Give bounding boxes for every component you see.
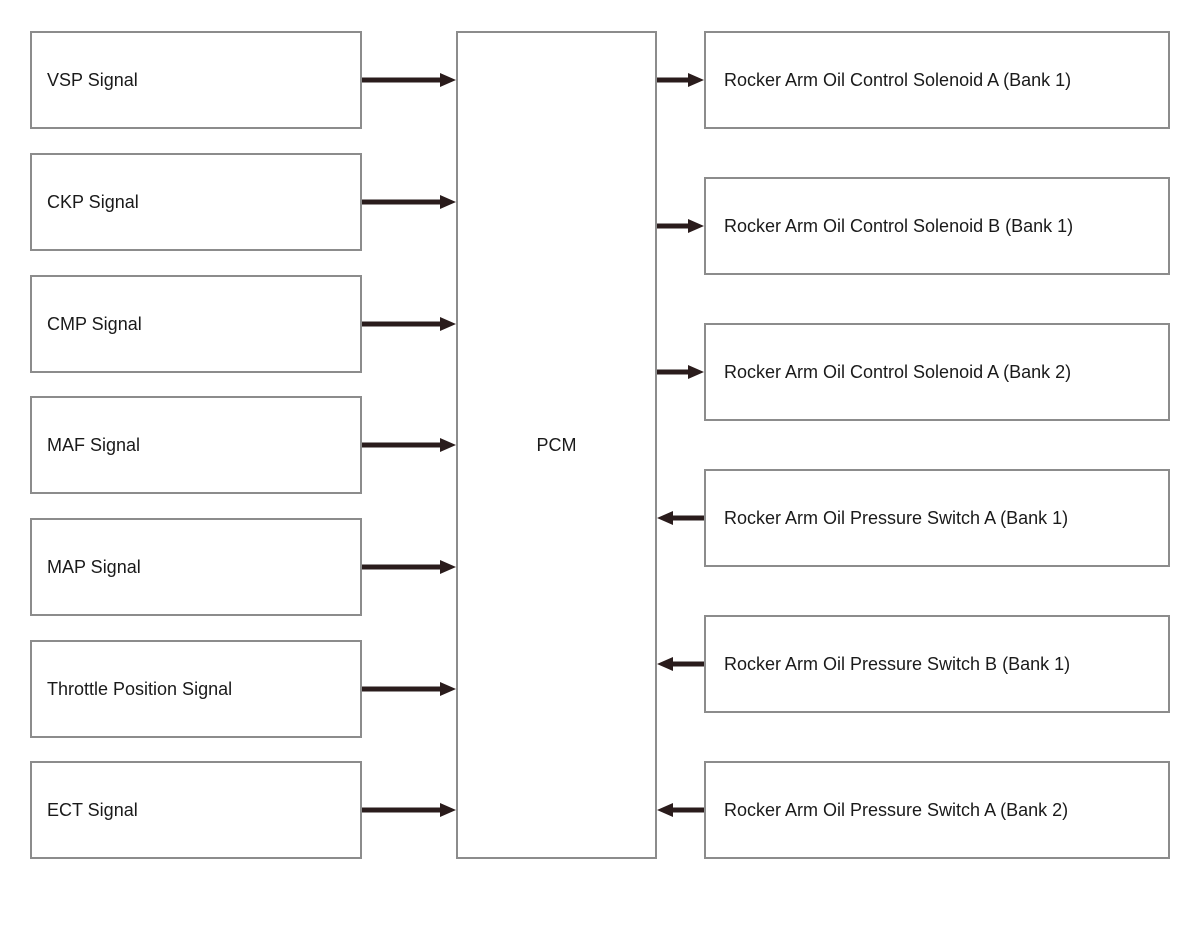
input-label: CMP Signal [47,313,142,334]
input-box-throttle-position: Throttle Position Signal [30,640,362,738]
output-box-solenoid-a-bank2: Rocker Arm Oil Control Solenoid A (Bank … [704,323,1170,421]
arrow-vsp-to-pcm [362,73,456,87]
arrow-switch-a-bank2-to-pcm [657,803,704,817]
arrow-switch-b-bank1-to-pcm [657,657,704,671]
input-box-ect: ECT Signal [30,761,362,859]
output-label: Rocker Arm Oil Pressure Switch A (Bank 1… [724,507,1069,528]
input-label: CKP Signal [47,191,139,212]
arrow-ect-to-pcm [362,803,456,817]
arrow-switch-a-bank1-to-pcm [657,511,704,525]
input-box-maf: MAF Signal [30,396,362,494]
output-label: Rocker Arm Oil Pressure Switch B (Bank 1… [724,653,1071,674]
output-box-solenoid-a-bank1: Rocker Arm Oil Control Solenoid A (Bank … [704,31,1170,129]
input-label: ECT Signal [47,799,138,820]
arrow-map-to-pcm [362,560,456,574]
input-box-vsp: VSP Signal [30,31,362,129]
arrow-maf-to-pcm [362,438,456,452]
output-label: Rocker Arm Oil Pressure Switch A (Bank 2… [724,799,1069,820]
input-box-pressure-switch-a-bank2: Rocker Arm Oil Pressure Switch A (Bank 2… [704,761,1170,859]
arrow-cmp-to-pcm [362,317,456,331]
input-box-pressure-switch-a-bank1: Rocker Arm Oil Pressure Switch A (Bank 1… [704,469,1170,567]
output-label: Rocker Arm Oil Control Solenoid B (Bank … [724,215,1074,236]
input-label: Throttle Position Signal [47,678,233,699]
output-label: Rocker Arm Oil Control Solenoid A (Bank … [724,69,1072,90]
arrow-throttle-to-pcm [362,682,456,696]
output-box-solenoid-b-bank1: Rocker Arm Oil Control Solenoid B (Bank … [704,177,1170,275]
arrow-ckp-to-pcm [362,195,456,209]
output-label: Rocker Arm Oil Control Solenoid A (Bank … [724,361,1072,382]
pcm-box: PCM [456,31,657,859]
input-label: MAF Signal [47,434,141,455]
arrow-pcm-to-solenoid-b-bank1 [657,219,704,233]
input-label: VSP Signal [47,69,138,90]
input-box-map: MAP Signal [30,518,362,616]
input-label: MAP Signal [47,556,141,577]
pcm-label: PCM [536,434,577,455]
input-box-ckp: CKP Signal [30,153,362,251]
input-box-pressure-switch-b-bank1: Rocker Arm Oil Pressure Switch B (Bank 1… [704,615,1170,713]
arrow-pcm-to-solenoid-a-bank1 [657,73,704,87]
arrow-pcm-to-solenoid-a-bank2 [657,365,704,379]
input-box-cmp: CMP Signal [30,275,362,373]
